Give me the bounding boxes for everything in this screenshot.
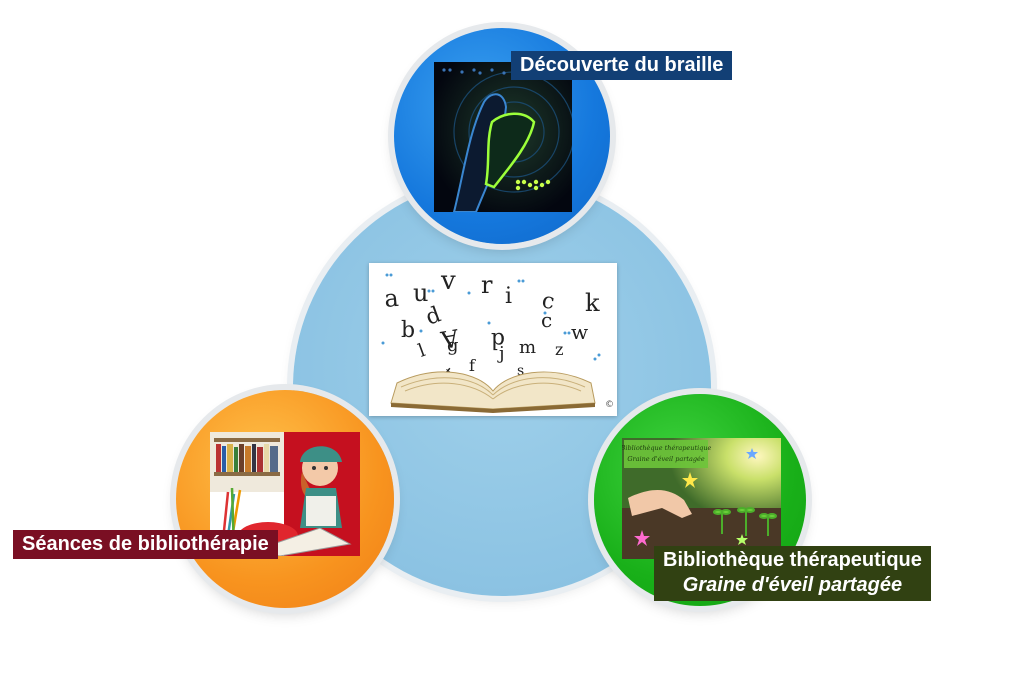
flying-letter: d [491, 327, 505, 352]
hand-planting-seeds-image: Bibliothèque thérapeutique Graine d'évei… [622, 438, 781, 559]
flying-letter: m [519, 337, 536, 358]
therapeutic-library-label: Bibliothèque thérapeutique Graine d'évei… [654, 546, 931, 601]
flying-letter: g [447, 335, 459, 356]
flying-letter: i [505, 284, 512, 309]
book-with-flying-letters-image: auvrickbdAdcwlgjmztfrsd © [369, 263, 617, 416]
flying-letter: k [585, 289, 600, 317]
copyright-mark: © [605, 400, 614, 410]
flying-letter: v [440, 266, 456, 296]
seed-banner-subtitle: Graine d'éveil partagée [627, 455, 705, 463]
flying-letter: z [555, 340, 563, 359]
flying-letter: r [481, 271, 493, 299]
braille-label: Découverte du braille [511, 51, 733, 80]
flying-letter: s [517, 363, 524, 379]
therapeutic-library-title: Bibliothèque thérapeutique [663, 549, 922, 571]
flying-letter: l [416, 340, 429, 362]
flying-letter: f [469, 356, 476, 375]
flying-letter: c [541, 308, 552, 332]
flying-letter: w [571, 320, 588, 344]
seed-banner-title: Bibliothèque thérapeutique [622, 444, 712, 452]
flying-letter: a [383, 284, 400, 313]
flying-letter: A [438, 323, 462, 354]
bibliotherapy-label: Séances de bibliothérapie [13, 530, 278, 559]
therapeutic-library-subtitle: Graine d'éveil partagée [682, 574, 903, 596]
flying-letter: c [540, 288, 556, 315]
flying-letter: b [401, 318, 415, 343]
braille-reading-hand-image [434, 62, 572, 212]
flying-letter: j [497, 343, 505, 364]
flying-letter: u [413, 279, 428, 307]
